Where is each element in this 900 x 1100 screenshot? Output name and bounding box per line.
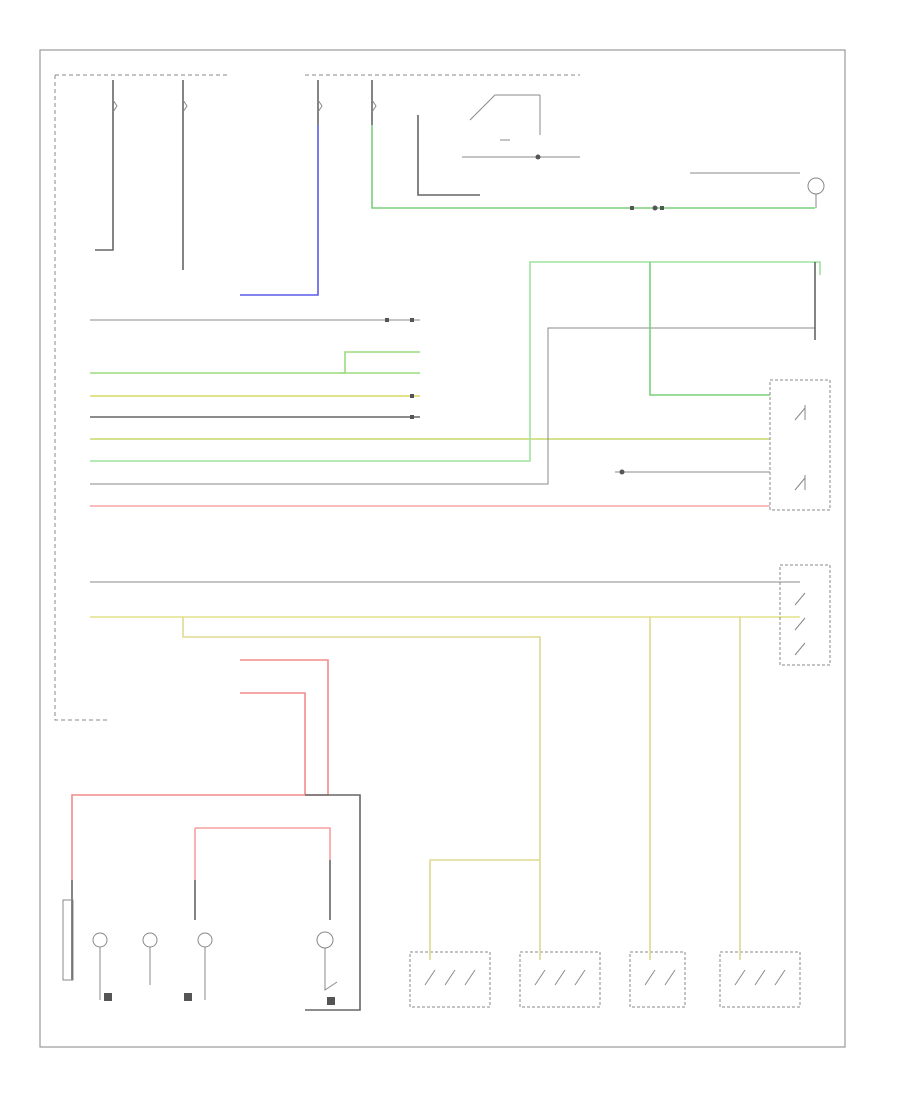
door-switch-hood bbox=[629, 920, 686, 1008]
relay-switch bbox=[417, 94, 580, 196]
key-unlock-switch bbox=[769, 379, 831, 511]
wire-red-3 bbox=[195, 827, 331, 860]
wire-red-2 bbox=[240, 692, 306, 795]
fuse-2 bbox=[182, 80, 188, 270]
green-line-connector bbox=[652, 205, 658, 211]
fuse-4 bbox=[371, 80, 377, 125]
wire-green-top bbox=[371, 125, 815, 209]
interior-lights bbox=[62, 880, 213, 1001]
fuse-3 bbox=[317, 80, 323, 125]
wire-blue bbox=[240, 125, 319, 296]
security-indicator-lamp bbox=[690, 172, 825, 208]
trunk-light bbox=[316, 860, 338, 1005]
security-dimmer-node bbox=[619, 469, 625, 475]
control-unit-wires bbox=[90, 261, 821, 507]
diagram-frame bbox=[39, 49, 846, 1048]
door-switch-right-front bbox=[409, 920, 491, 1008]
wire-yellow-637 bbox=[182, 617, 541, 860]
wire-dark-ground bbox=[305, 794, 361, 1011]
fuse-1 bbox=[95, 80, 118, 251]
door-switch-left-rear bbox=[719, 920, 801, 1008]
door-switch-right-rear bbox=[519, 920, 601, 1008]
wire-green-right bbox=[649, 262, 770, 396]
left-door-lock-switch bbox=[779, 564, 831, 666]
connector-marks bbox=[385, 206, 664, 419]
wire-yellow-430 bbox=[429, 859, 540, 920]
fuse-box-outline bbox=[54, 74, 230, 721]
